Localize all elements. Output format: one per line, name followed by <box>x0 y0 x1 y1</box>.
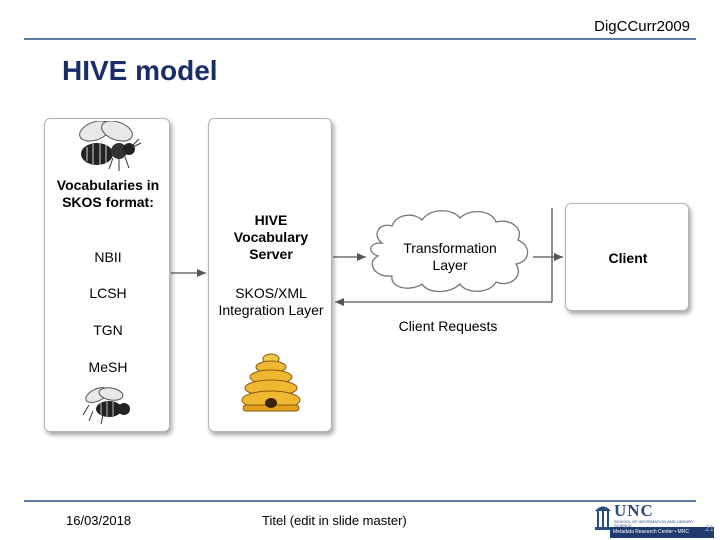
vocabularies-heading: Vocabularies in SKOS format: <box>56 177 160 210</box>
header-text: DigCCurr2009 <box>594 18 690 35</box>
bee-icon <box>82 387 130 425</box>
header-rule <box>24 38 696 40</box>
page-number: 21 <box>705 524 714 533</box>
unc-logo: UNC SCHOOL OF INFORMATION AND LIBRARY SC… <box>592 497 718 540</box>
bee-icon <box>79 121 142 171</box>
footer-rule <box>24 500 696 502</box>
vocab-item-lcsh: LCSH <box>89 285 127 301</box>
vocabularies-box: Vocabularies in SKOS format: NBII LCSH T… <box>44 118 170 432</box>
transformation-cloud <box>370 210 529 293</box>
vocab-item-tgn: TGN <box>93 322 123 338</box>
beehive-icon <box>241 353 301 412</box>
server-title: HIVE Vocabulary Server <box>233 212 309 262</box>
slide-title: HIVE model <box>62 55 218 86</box>
client-requests-label: Client Requests <box>398 318 498 334</box>
footer-date: 16/03/2018 <box>66 513 132 528</box>
vocab-item-mesh: MeSH <box>88 359 128 375</box>
client-label: Client <box>608 250 648 266</box>
footer-title: Titel (edit in slide master) <box>262 513 407 528</box>
client-box: Client <box>565 203 689 311</box>
logo-bar: Metadata Research Center • MRC <box>610 527 714 538</box>
vocab-item-nbii: NBII <box>94 249 122 265</box>
logo-subtitle: SCHOOL OF INFORMATION AND LIBRARY SCIENC… <box>614 519 694 528</box>
transformation-layer-label: Transformation Layer <box>403 240 497 273</box>
hive-server-box: HIVE Vocabulary Server SKOS/XML Integrat… <box>208 118 332 432</box>
integration-layer-label: SKOS/XML Integration Layer <box>218 285 324 318</box>
unc-well-icon <box>595 506 611 530</box>
logo-name: UNC <box>614 501 654 520</box>
